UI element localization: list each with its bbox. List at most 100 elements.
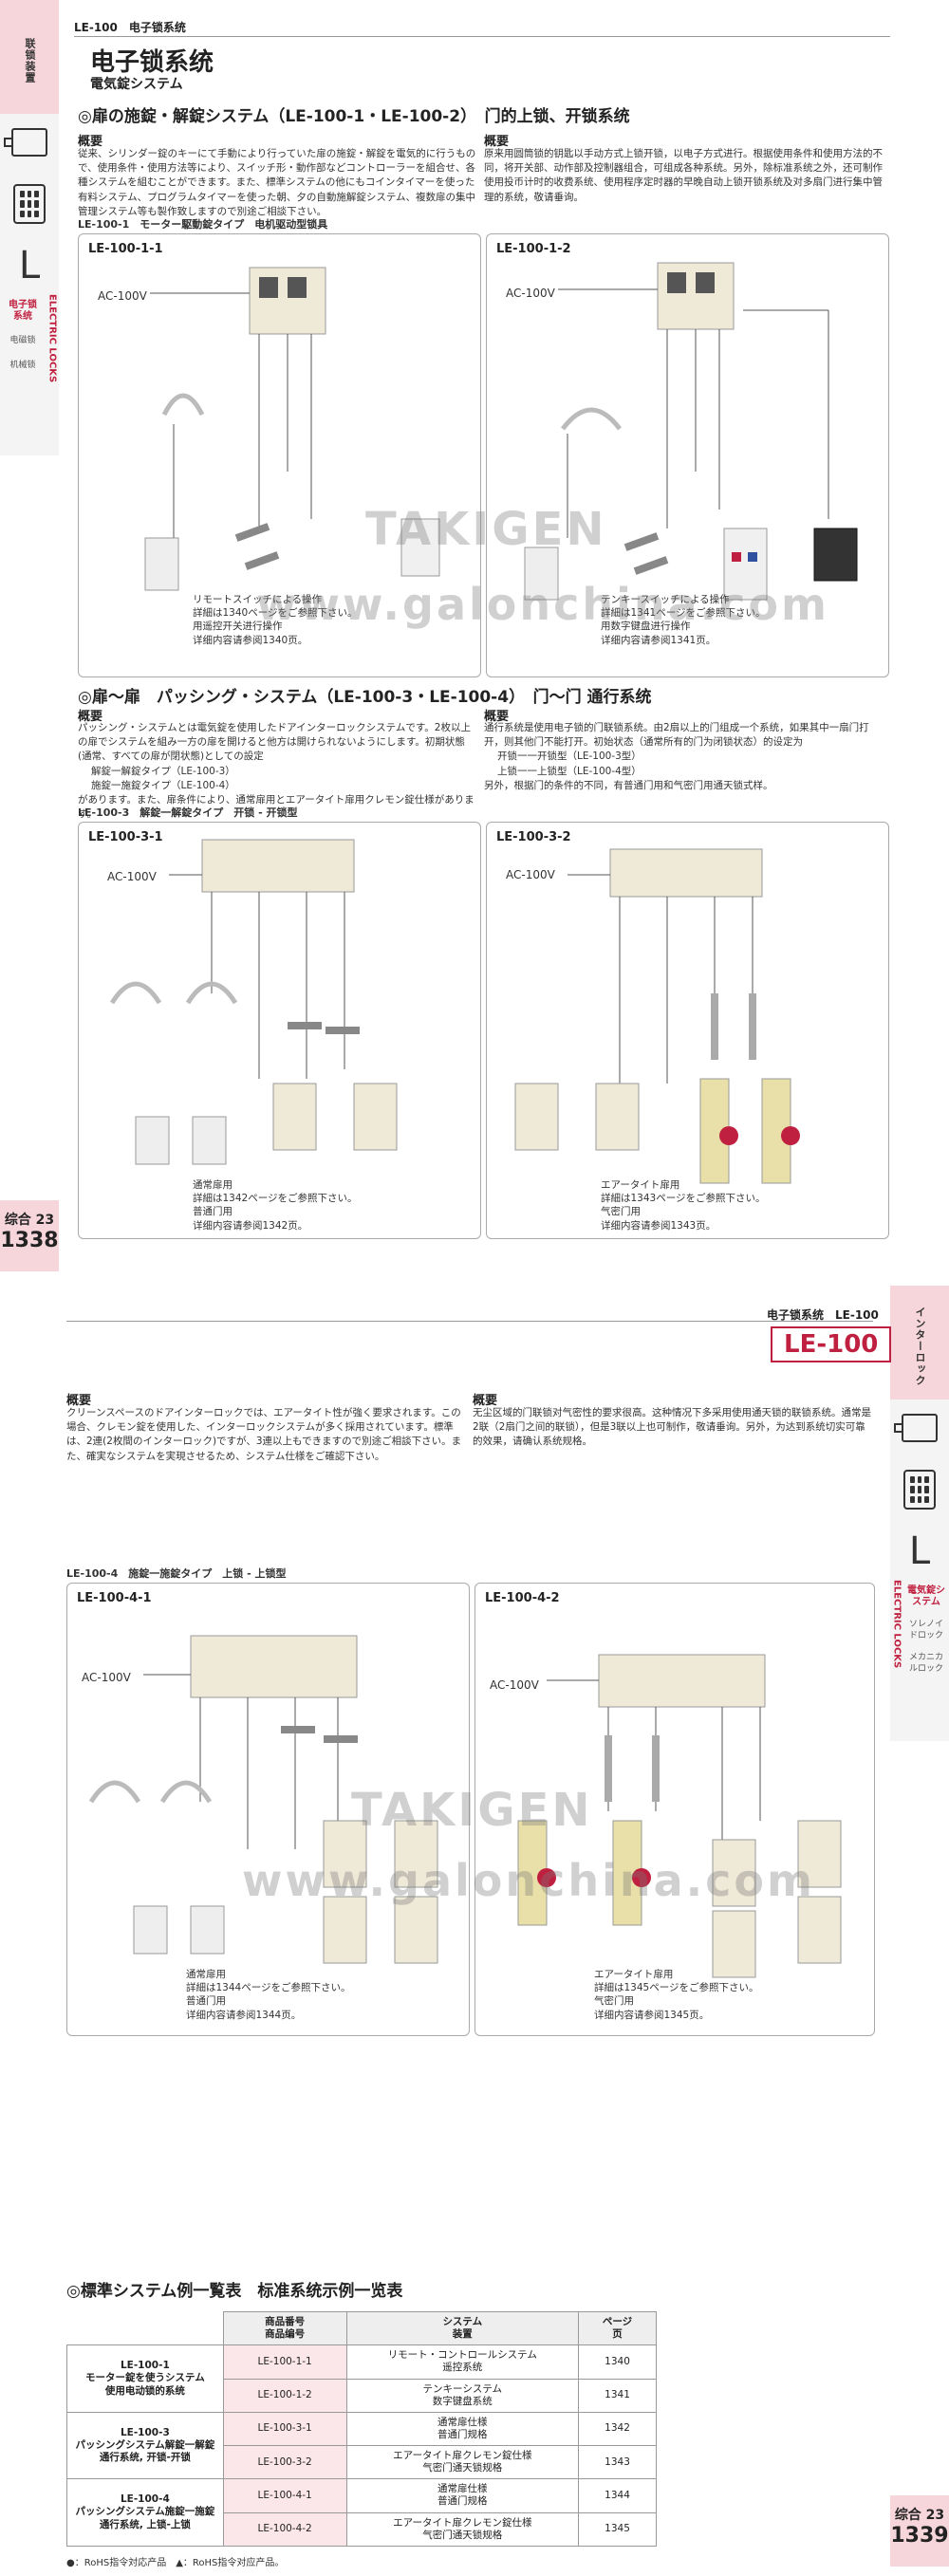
panel-le100-3-1: LE-100-3-1 AC-100V 通常扉用 詳細は1342ページをご参照下さ… bbox=[78, 822, 481, 1239]
caption-line: 詳細は1342ページをご参照下さい。 bbox=[193, 1193, 358, 1205]
panel-caption: 通常扉用 詳細は1342ページをご参照下さい。 普通门用 详细内容请参阅1342… bbox=[193, 1178, 358, 1232]
caption-line: 详细内容请参阅1341页。 bbox=[601, 634, 716, 646]
caption-line: 用数字键盘进行操作 bbox=[601, 621, 691, 633]
overview1-jp-text: 従来、シリンダー錠のキーにて手動により行っていた扉の施錠・解錠を電気的に行うもの… bbox=[78, 148, 476, 217]
right-page-header: 电子锁系统 LE-100 bbox=[767, 1308, 879, 1322]
panel-title: LE-100-1-2 bbox=[496, 242, 571, 256]
l-letter-area: L bbox=[890, 1523, 949, 1580]
table-header-cell: 商品番号 商品编号 bbox=[222, 2310, 347, 2346]
panel-le100-1-2: LE-100-1-2 AC-100V テンキースイッチによる操作 詳細は1341… bbox=[486, 233, 889, 677]
caption-line: 普通门用 bbox=[193, 1206, 233, 1218]
ac-label: AC-100V bbox=[506, 287, 555, 300]
left-tab-item-1[interactable]: 电磁锁 bbox=[9, 336, 36, 345]
overview2-cn-item: 上锁一一上锁型（LE-100-4型） bbox=[497, 765, 642, 777]
overview1-jp-label: 概要 bbox=[78, 135, 103, 149]
subsection-le100-3: LE-100-3 解錠一解錠タイプ 开锁 - 开锁型 bbox=[78, 806, 298, 819]
table-cell-code: LE-100-1-1 bbox=[222, 2344, 347, 2380]
left-tab-vertical-en: ELECTRIC LOCKS bbox=[47, 294, 58, 383]
caption-line: 用遥控开关进行操作 bbox=[193, 621, 283, 633]
right-side-tab: インターロック L ELECTRIC LOCKS 電気錠システム ソレノイドロッ… bbox=[890, 1286, 949, 1741]
panel-title: LE-100-4-2 bbox=[485, 1591, 560, 1605]
panel-caption: エアータイト扉用 詳細は1343ページをご参照下さい。 气密门用 详细内容请参阅… bbox=[601, 1178, 766, 1232]
table-cell-code: LE-100-3-1 bbox=[222, 2411, 347, 2447]
standard-system-table: 商品番号 商品编号 システム 装置 ページ 页 LE-100-1 モーター錠を使… bbox=[66, 2310, 657, 2547]
l-letter: L bbox=[908, 1529, 931, 1573]
caption-line: リモートスイッチによる操作 bbox=[193, 594, 323, 605]
table-cell-system: エアータイト扉クレモン錠仕様 气密门通天锁规格 bbox=[345, 2444, 580, 2480]
right-page-section: 综合 23 bbox=[894, 2508, 945, 2523]
caption-line: エアータイト扉用 bbox=[601, 1179, 680, 1191]
watermark-url: www.galonchina.com bbox=[242, 1855, 815, 1906]
ac-label: AC-100V bbox=[107, 870, 157, 883]
caption-line: 詳細は1343ページをご参照下さい。 bbox=[601, 1193, 766, 1205]
caption-line: 通常扉用 bbox=[186, 1969, 226, 1980]
ac-label: AC-100V bbox=[98, 289, 147, 303]
ac-label: AC-100V bbox=[490, 1678, 539, 1692]
table-row: LE-100-1 モーター錠を使うシステム 使用电动锁的系统 LE-100-1-… bbox=[66, 2344, 657, 2413]
ac-label: AC-100V bbox=[506, 868, 555, 881]
electric-lock-icon bbox=[894, 1414, 938, 1442]
left-page-section: 综合 23 bbox=[4, 1213, 55, 1228]
keypad-icon bbox=[13, 184, 46, 224]
l-letter-area: L bbox=[0, 237, 59, 294]
left-tab-current[interactable]: 电子锁系统 bbox=[9, 300, 37, 322]
caption-line: 气密门用 bbox=[601, 1206, 641, 1218]
panel-title: LE-100-3-2 bbox=[496, 830, 571, 844]
right-tab-top-label: インターロック bbox=[914, 1307, 926, 1386]
table-cell-page: 1344 bbox=[578, 2478, 657, 2513]
watermark-takigen: TAKIGEN bbox=[365, 503, 607, 556]
table-cell-system: 通常扉仕様 普通门规格 bbox=[345, 2411, 580, 2447]
table-cell-page: 1342 bbox=[578, 2411, 657, 2447]
table-header-row: 商品番号 商品编号 システム 装置 ページ 页 bbox=[66, 2310, 657, 2346]
section2-title: ◎扉〜扉 パッシング・システム（LE-100-3・LE-100-4） 门〜门 通… bbox=[78, 688, 652, 707]
right-tab-item-1[interactable]: ソレノイドロック bbox=[908, 1620, 943, 1640]
section1-title: ◎扉の施錠・解錠システム（LE-100-1・LE-100-2） 门的上锁、开锁系… bbox=[78, 107, 630, 126]
caption-line: 详细内容请参阅1342页。 bbox=[193, 1219, 308, 1232]
overview2-cn-label: 概要 bbox=[484, 710, 510, 724]
panel-title: LE-100-1-1 bbox=[88, 242, 163, 256]
overview2-jp-label: 概要 bbox=[78, 710, 103, 724]
left-side-tab: 联锁装置 L 电子锁系统 电磁锁 机械锁 ELECTRIC LOCKS bbox=[0, 0, 59, 455]
caption-line: テンキースイッチによる操作 bbox=[601, 594, 730, 605]
table-cell-code: LE-100-4-1 bbox=[222, 2478, 347, 2513]
caption-line: 详细内容请参阅1344页。 bbox=[186, 2009, 302, 2021]
table-cell-page: 1345 bbox=[578, 2511, 657, 2547]
panel-caption: 通常扉用 詳細は1344ページをご参照下さい。 普通门用 详细内容请参阅1344… bbox=[186, 1968, 351, 2022]
overview3-cn-label: 概要 bbox=[473, 1394, 498, 1408]
right-tab-item-2[interactable]: メカニカルロック bbox=[908, 1653, 943, 1675]
caption-line: 详细内容请参阅1345页。 bbox=[594, 2009, 710, 2021]
overview3-jp-label: 概要 bbox=[66, 1394, 92, 1408]
table-cell-code: LE-100-3-2 bbox=[222, 2444, 347, 2480]
table-cell-system: リモート・コントロールシステム 遥控系统 bbox=[345, 2344, 580, 2380]
caption-line: 詳細は1341ページをご参照下さい。 bbox=[601, 607, 766, 620]
panel-title: LE-100-4-1 bbox=[77, 1591, 152, 1605]
table-group-name: LE-100-4 パッシングシステム施錠一施錠 通行系统, 上锁-上锁 bbox=[66, 2478, 224, 2547]
table-row: LE-100-4-2 エアータイト扉クレモン錠仕様 气密门通天锁规格 1345 bbox=[67, 2511, 657, 2547]
table-cell-code: LE-100-1-2 bbox=[222, 2378, 347, 2413]
table-header-cell: システム 装置 bbox=[345, 2310, 580, 2346]
table-cell-page: 1341 bbox=[578, 2378, 657, 2413]
caption-line: 详细内容请参阅1343页。 bbox=[601, 1219, 716, 1232]
overview2-cn-item: 开锁一一开锁型（LE-100-3型） bbox=[497, 751, 642, 763]
keypad-icon-area bbox=[890, 1456, 949, 1523]
table-title: ◎標準システム例一覧表 标准系统示例一览表 bbox=[66, 2282, 403, 2301]
overview3-jp-text: クリーンスペースのドアインターロックでは、エアータイト性が強く要求されます。この… bbox=[66, 1407, 462, 1462]
right-tab-current[interactable]: 電気錠システム bbox=[907, 1585, 945, 1607]
overview1-cn-label: 概要 bbox=[484, 135, 510, 149]
left-tab-item-2[interactable]: 机械锁 bbox=[9, 360, 36, 370]
overview2-cn-text: 通行系统是使用电子锁的门联锁系统。由2扇以上的门组成一个系统，如果其中一扇门打开… bbox=[484, 722, 869, 749]
right-tab-vertical-en: ELECTRIC LOCKS bbox=[891, 1580, 902, 1669]
overview2-jp-tail: があります。また、扉条件により、通常扉用とエアータイト扉用クレモン錠仕様がありま… bbox=[78, 794, 474, 821]
caption-line: 普通门用 bbox=[186, 1995, 226, 2008]
table-row: LE-100-1-2 テンキーシステム 数字键盘系统 1341 bbox=[67, 2378, 657, 2413]
wiring-diagram bbox=[517, 1654, 842, 1978]
wiring-diagram bbox=[88, 1635, 438, 1964]
caption-line: 通常扉用 bbox=[193, 1179, 233, 1191]
panel-caption: エアータイト扉用 詳細は1345ページをご参照下さい。 气密门用 详细内容请参阅… bbox=[594, 1968, 759, 2022]
keypad-icon-area bbox=[0, 171, 59, 237]
watermark-url: www.galonchina.com bbox=[256, 579, 829, 630]
table-cell-page: 1340 bbox=[578, 2344, 657, 2380]
wiring-diagram bbox=[144, 267, 440, 591]
watermark-takigen: TAKIGEN bbox=[351, 1784, 593, 1837]
table-cell-system: エアータイト扉クレモン錠仕様 气密门通天锁规格 bbox=[345, 2511, 580, 2547]
